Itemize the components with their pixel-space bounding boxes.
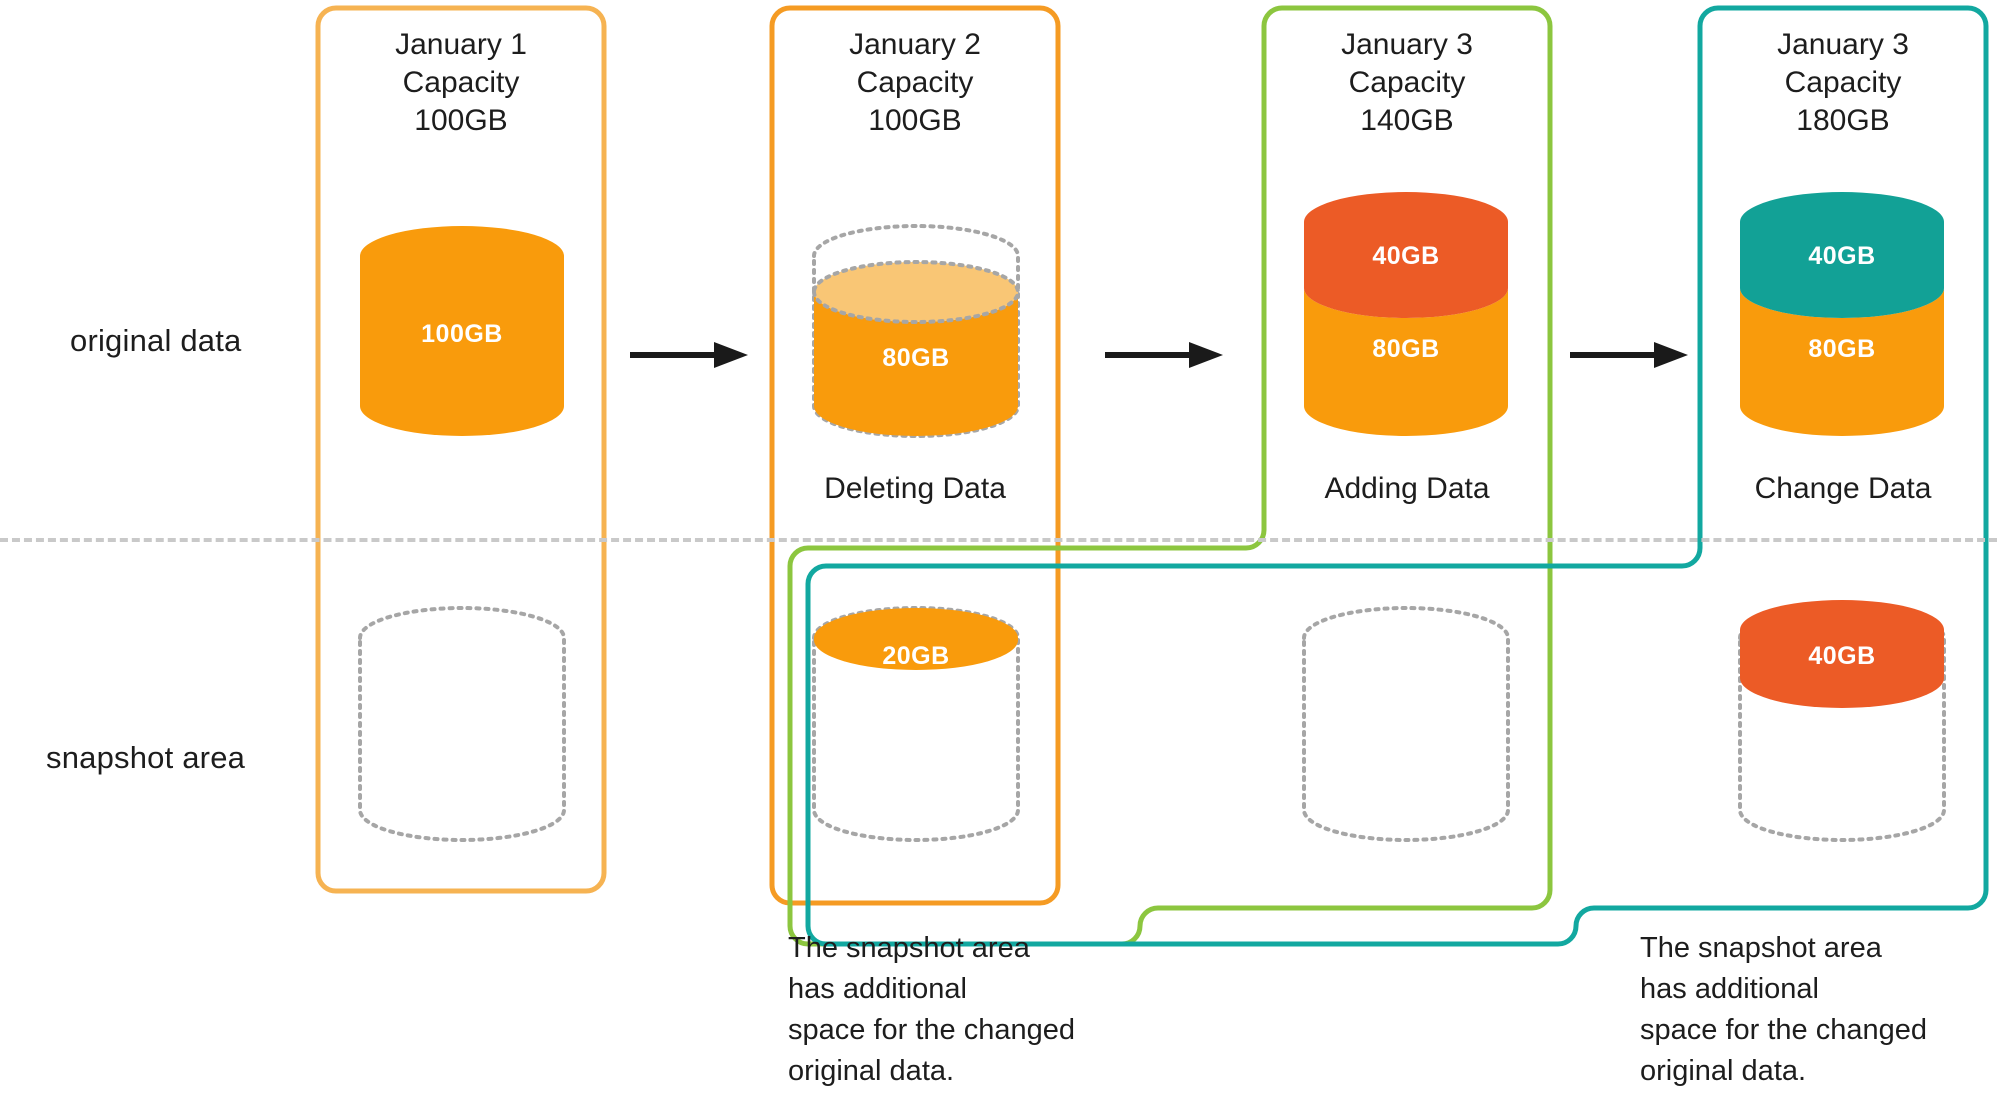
section-divider bbox=[0, 538, 1997, 542]
column-header-jan3-180: January 3 Capacity 180GB bbox=[1777, 28, 1909, 137]
cylinder-body-100gb bbox=[360, 226, 564, 436]
cylinder-outline-dotted bbox=[358, 606, 566, 842]
arrow-jan3a-to-jan3b bbox=[1570, 340, 1690, 370]
note-right: The snapshot area has additional space f… bbox=[1640, 932, 1927, 1087]
row-label-original-data: original data bbox=[70, 323, 242, 358]
column-header-jan2: January 2 Capacity 100GB bbox=[849, 28, 981, 137]
cylinder-jan2-original: 80GB bbox=[810, 222, 1022, 440]
cylinder-jan3a-snapshot bbox=[1300, 604, 1512, 844]
column-header-jan1: January 1 Capacity 100GB bbox=[395, 28, 527, 137]
cylinder-body-80gb bbox=[1740, 288, 1944, 436]
cylinder-body-40gb bbox=[1740, 192, 1944, 318]
arrow-jan2-to-jan3a bbox=[1105, 340, 1225, 370]
action-label-jan2: Deleting Data bbox=[824, 472, 1006, 505]
cylinder-jan3b-snapshot: 40GB bbox=[1736, 592, 1948, 844]
cylinder-jan2-snapshot: 20GB bbox=[810, 604, 1022, 844]
cylinder-body-40gb bbox=[1304, 192, 1508, 318]
action-label-jan3a: Adding Data bbox=[1324, 472, 1490, 505]
action-label-jan3b: Change Data bbox=[1754, 472, 1932, 505]
cylinder-jan3b-original: 40GB 80GB bbox=[1736, 188, 1948, 440]
cylinder-jan1-snapshot bbox=[356, 604, 568, 844]
row-label-snapshot-area: snapshot area bbox=[46, 740, 246, 775]
cylinder-body-20gb bbox=[814, 608, 1018, 670]
cylinder-jan1-original: 100GB bbox=[356, 222, 568, 440]
cylinder-outline-dotted bbox=[1302, 606, 1510, 842]
column-header-jan3-140: January 3 Capacity 140GB bbox=[1341, 28, 1473, 137]
cylinder-outline-dotted bbox=[812, 606, 1020, 842]
note-left: The snapshot area has additional space f… bbox=[788, 932, 1075, 1087]
cylinder-surface-rim bbox=[811, 260, 1021, 324]
cylinder-outline-dotted bbox=[1738, 606, 1946, 842]
cylinder-jan3a-original: 40GB 80GB bbox=[1300, 188, 1512, 440]
cylinder-body-80gb bbox=[1304, 288, 1508, 436]
cylinder-body-80gb bbox=[814, 292, 1018, 436]
cylinder-body-40gb bbox=[1740, 600, 1944, 708]
cylinder-surface-ellipse bbox=[814, 262, 1018, 322]
arrow-jan1-to-jan2 bbox=[630, 340, 750, 370]
